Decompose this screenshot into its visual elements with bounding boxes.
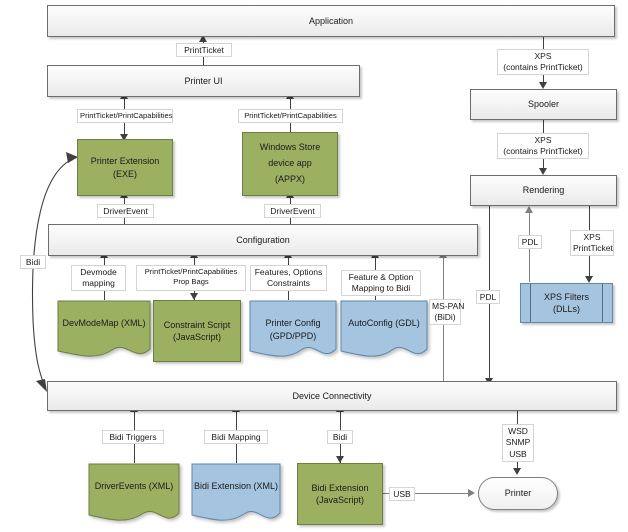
driverevents-shape [88,463,180,521]
node-printer-ui[interactable]: Printer UI [47,65,360,97]
edge-label-bidi-left: Bidi [20,255,46,269]
printer-config-shape [249,300,337,357]
node-xps-filters-line1: XPS Filters [543,291,589,302]
node-devmodemap-label: DevModeMap (XML) [57,317,151,331]
arrowhead-down-rendering [539,168,547,175]
node-bidi-extension-javascript[interactable]: Bidi Extension (JavaScript) [297,463,383,525]
arrowhead-down-propbags [190,293,198,300]
node-driverevents-line2: (XML) [148,481,174,492]
edge-label-printticket-capabilities-left: PrintTicket/PrintCapabilities [77,109,173,123]
edge-label-bidi: Bidi [327,430,353,444]
node-printer-extension[interactable]: Printer Extension (EXE) [77,139,173,196]
node-devmodemap-line2: (XML) [121,317,146,328]
node-autoconfig-line2: (GDL) [395,317,420,328]
arrowhead-right-usb [468,489,475,497]
edge-label-driverevent-left: DriverEvent [97,204,154,218]
node-bidi-extension-javascript-line2: (JavaScript) [315,495,364,505]
edge-label-xps-contains-printticket-2: XPS (contains PrintTicket) [497,133,589,159]
edge-label-printticket-capabilities-right: PrintTicket/PrintCapabilities [238,109,343,123]
node-constraint-script-line1: Constraint Script [163,319,231,330]
node-printer-config-line2: (GPD/PPD) [269,331,317,342]
edge-label-usb: USB [389,487,415,501]
node-xps-filters[interactable]: XPS Filters (DLLs) [520,283,613,323]
arrowhead-down-bidi [336,456,344,463]
edge-label-bidi-mapping: Bidi Mapping [204,430,268,444]
node-windows-store-device-app[interactable]: Windows Store device app (APPX) [242,132,338,196]
node-spooler-label: Spooler [527,99,560,110]
edge-label-xps-contains-printticket-1: XPS (contains PrintTicket) [497,49,589,75]
node-bidi-extension-xml-line2: (XML) [253,481,279,492]
node-application[interactable]: Application [47,5,615,37]
edge-label-wsd-snmp-usb: WSD SNMP USB [502,424,534,462]
node-windows-store-device-app-line1: Windows Store [259,142,321,153]
node-printer-config-label: Printer Config (GPD/PPD) [249,317,337,344]
edge-label-pdl-right: PDL [476,290,500,304]
bidi-extension-xml-shape [191,463,281,521]
node-printer[interactable]: Printer [478,477,558,510]
devmodemap-shape [57,300,151,357]
node-xps-filters-line2: (DLLs) [552,304,580,314]
node-device-connectivity-label: Device Connectivity [292,390,372,401]
node-printer-config[interactable]: Printer Config (GPD/PPD) [249,300,337,360]
node-autoconfig-line1: AutoConfig [348,317,393,328]
node-constraint-script[interactable]: Constraint Script (JavaScript) [153,300,241,362]
node-printer-label: Printer [504,488,532,499]
edge-label-xps-printticket: XPS PrintTicket [570,230,614,256]
node-devmodemap[interactable]: DevModeMap (XML) [57,300,151,360]
node-constraint-script-line2: (JavaScript) [172,332,221,342]
edge-label-bidi-triggers: Bidi Triggers [102,430,164,444]
node-driverevents-line1: DriverEvents [94,481,147,492]
node-devmodemap-line1: DevModeMap [62,317,119,328]
edge-label-printticket-capabilities-propbags: PrintTicket/PrintCapabilities Prop Bags [136,265,246,291]
node-printer-extension-line1: Printer Extension [90,156,160,167]
edge-label-devmode-mapping: Devmode mapping [71,265,126,291]
node-device-connectivity[interactable]: Device Connectivity [47,381,617,411]
arrowhead-down-xpsfilters [585,276,593,283]
node-bidi-extension-xml[interactable]: Bidi Extension (XML) [191,463,281,525]
node-driverevents-label: DriverEvents (XML) [88,480,180,494]
node-autoconfig[interactable]: AutoConfig (GDL) [340,300,428,360]
node-printer-ui-label: Printer UI [184,75,223,86]
autoconfig-shape [340,300,428,357]
node-rendering[interactable]: Rendering [470,175,617,206]
node-configuration[interactable]: Configuration [48,224,478,256]
node-printer-extension-line2: (EXE) [112,168,137,179]
arrowhead-down-printer [513,468,521,475]
arrowhead-down-printerextension [120,134,128,141]
arrowhead-down-spooler [539,82,547,89]
edge-label-pdl-filters: PDL [518,235,542,249]
node-configuration-label: Configuration [236,234,290,245]
arrowhead-up-application [199,35,207,42]
node-autoconfig-label: AutoConfig (GDL) [340,317,428,331]
edge-label-ms-pan-bidi: MS-PAN (BiDi) [429,299,464,325]
node-spooler[interactable]: Spooler [470,89,617,120]
node-application-label: Application [308,15,354,26]
edge-label-devent-right: DriverEvent [264,204,321,218]
node-printer-config-line1: Printer Config [265,317,321,328]
node-bidi-extension-xml-label: Bidi Extension (XML) [191,480,281,494]
node-bidi-extension-javascript-line1: Bidi Extension [311,482,369,493]
edge-bidiextensionjs-printer-usb [382,493,470,494]
edge-label-feature-option-mapping: Feature & Option Mapping to Bidi [341,270,421,296]
edge-label-printticket: PrintTicket [176,43,232,57]
node-windows-store-device-app-line3: (APPX) [274,173,305,184]
node-bidi-extension-xml-line1: Bidi Extension [193,481,252,492]
node-driverevents[interactable]: DriverEvents (XML) [88,463,180,525]
arrowhead-up-pdl-filters [525,206,533,213]
node-rendering-label: Rendering [522,185,565,196]
edge-label-features-options-constraints: Features, Options Constraints [250,265,327,291]
node-windows-store-device-app-line2: device app [268,158,312,169]
